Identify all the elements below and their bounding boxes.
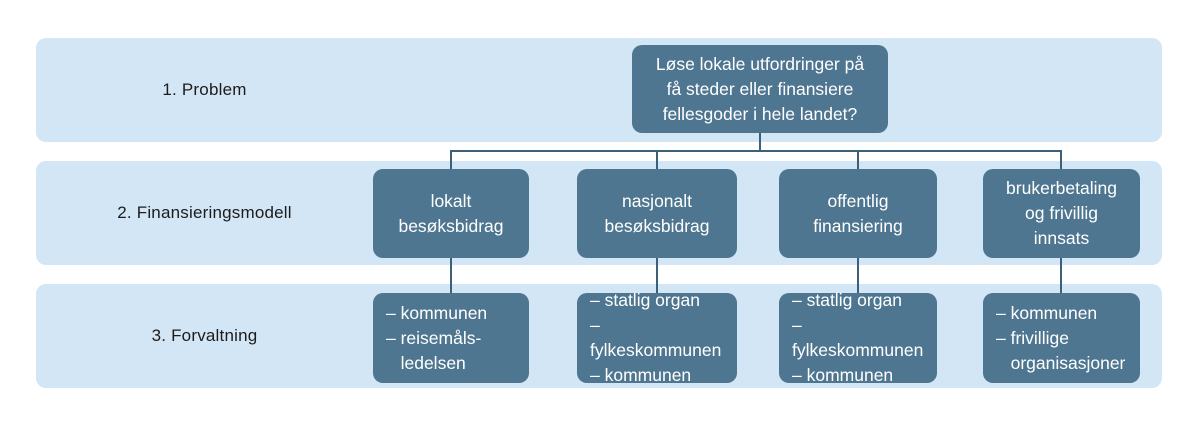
management-box: – kommunen – frivillige organisasjoner bbox=[983, 293, 1140, 383]
model-box-text: offentlig finansiering bbox=[813, 190, 903, 236]
model-box-text: nasjonalt besøksbidrag bbox=[604, 190, 710, 236]
management-box-text: – kommunen – reisemåls- ledelsen bbox=[386, 302, 488, 373]
management-box: – kommunen – reisemåls- ledelsen bbox=[373, 293, 529, 383]
model-box: nasjonalt besøksbidrag bbox=[577, 169, 737, 258]
model-box-text: brukerbetaling og frivillig innsats bbox=[1006, 178, 1117, 248]
model-box: offentlig finansiering bbox=[779, 169, 937, 258]
row-label-management: 3. Forvaltning bbox=[151, 326, 258, 345]
management-box: – statlig organ – fylkeskommunen – kommu… bbox=[577, 290, 737, 385]
management-box-text: – statlig organ – fylkeskommunen – kommu… bbox=[590, 290, 722, 385]
row-label-financing-model: 2. Finansieringsmodell bbox=[117, 203, 292, 222]
row-label-problem: 1. Problem bbox=[162, 80, 247, 99]
model-box: lokalt besøksbidrag bbox=[373, 169, 529, 258]
management-box: – statlig organ – fylkeskommunen – kommu… bbox=[779, 290, 937, 385]
model-box-text: lokalt besøksbidrag bbox=[398, 190, 504, 236]
problem-box-text: Løse lokale utfordringer på få steder el… bbox=[655, 53, 865, 124]
band-problem bbox=[36, 38, 1162, 142]
management-box-text: – kommunen – frivillige organisasjoner bbox=[996, 302, 1126, 373]
model-box: brukerbetaling og frivillig innsats bbox=[983, 169, 1140, 258]
problem-box: Løse lokale utfordringer på få steder el… bbox=[632, 45, 888, 133]
management-box-text: – statlig organ – fylkeskommunen – kommu… bbox=[792, 290, 924, 385]
